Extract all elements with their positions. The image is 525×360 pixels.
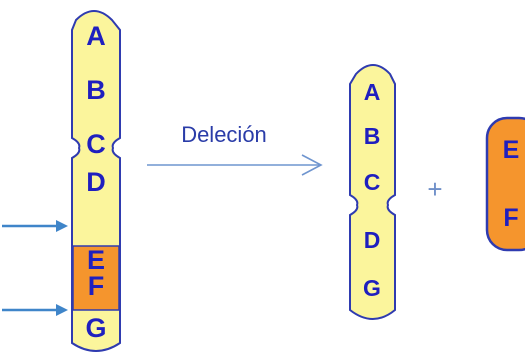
result-gene-g: G (363, 275, 381, 301)
pointer-arrow-top (2, 220, 68, 232)
fragment-gene-f: F (503, 204, 518, 232)
result-gene-c: C (364, 169, 381, 195)
pointer-arrow-bottom (2, 304, 68, 316)
plus-sign: + (427, 174, 442, 204)
deleted-segment (72, 245, 120, 311)
original-chromosome: A B C D E F G (71, 10, 121, 352)
original-gene-e: E (87, 245, 105, 275)
original-gene-g: G (85, 313, 106, 343)
deleted-fragment-body (485, 116, 525, 252)
fragment-gene-e: E (503, 136, 520, 164)
result-gene-a: A (364, 79, 381, 105)
result-gene-d: D (364, 227, 381, 253)
result-chromosome: A B C D G (349, 64, 396, 320)
original-gene-b: B (86, 75, 106, 105)
process-arrow: Deleción (147, 122, 323, 176)
original-gene-d: D (86, 167, 106, 197)
original-gene-a: A (86, 21, 106, 51)
deleted-fragment: E F (485, 116, 525, 252)
original-gene-c: C (86, 129, 106, 159)
result-gene-b: B (364, 123, 381, 149)
process-label: Deleción (181, 122, 267, 147)
original-gene-f: F (88, 271, 105, 301)
result-chromosome-body (349, 64, 396, 320)
